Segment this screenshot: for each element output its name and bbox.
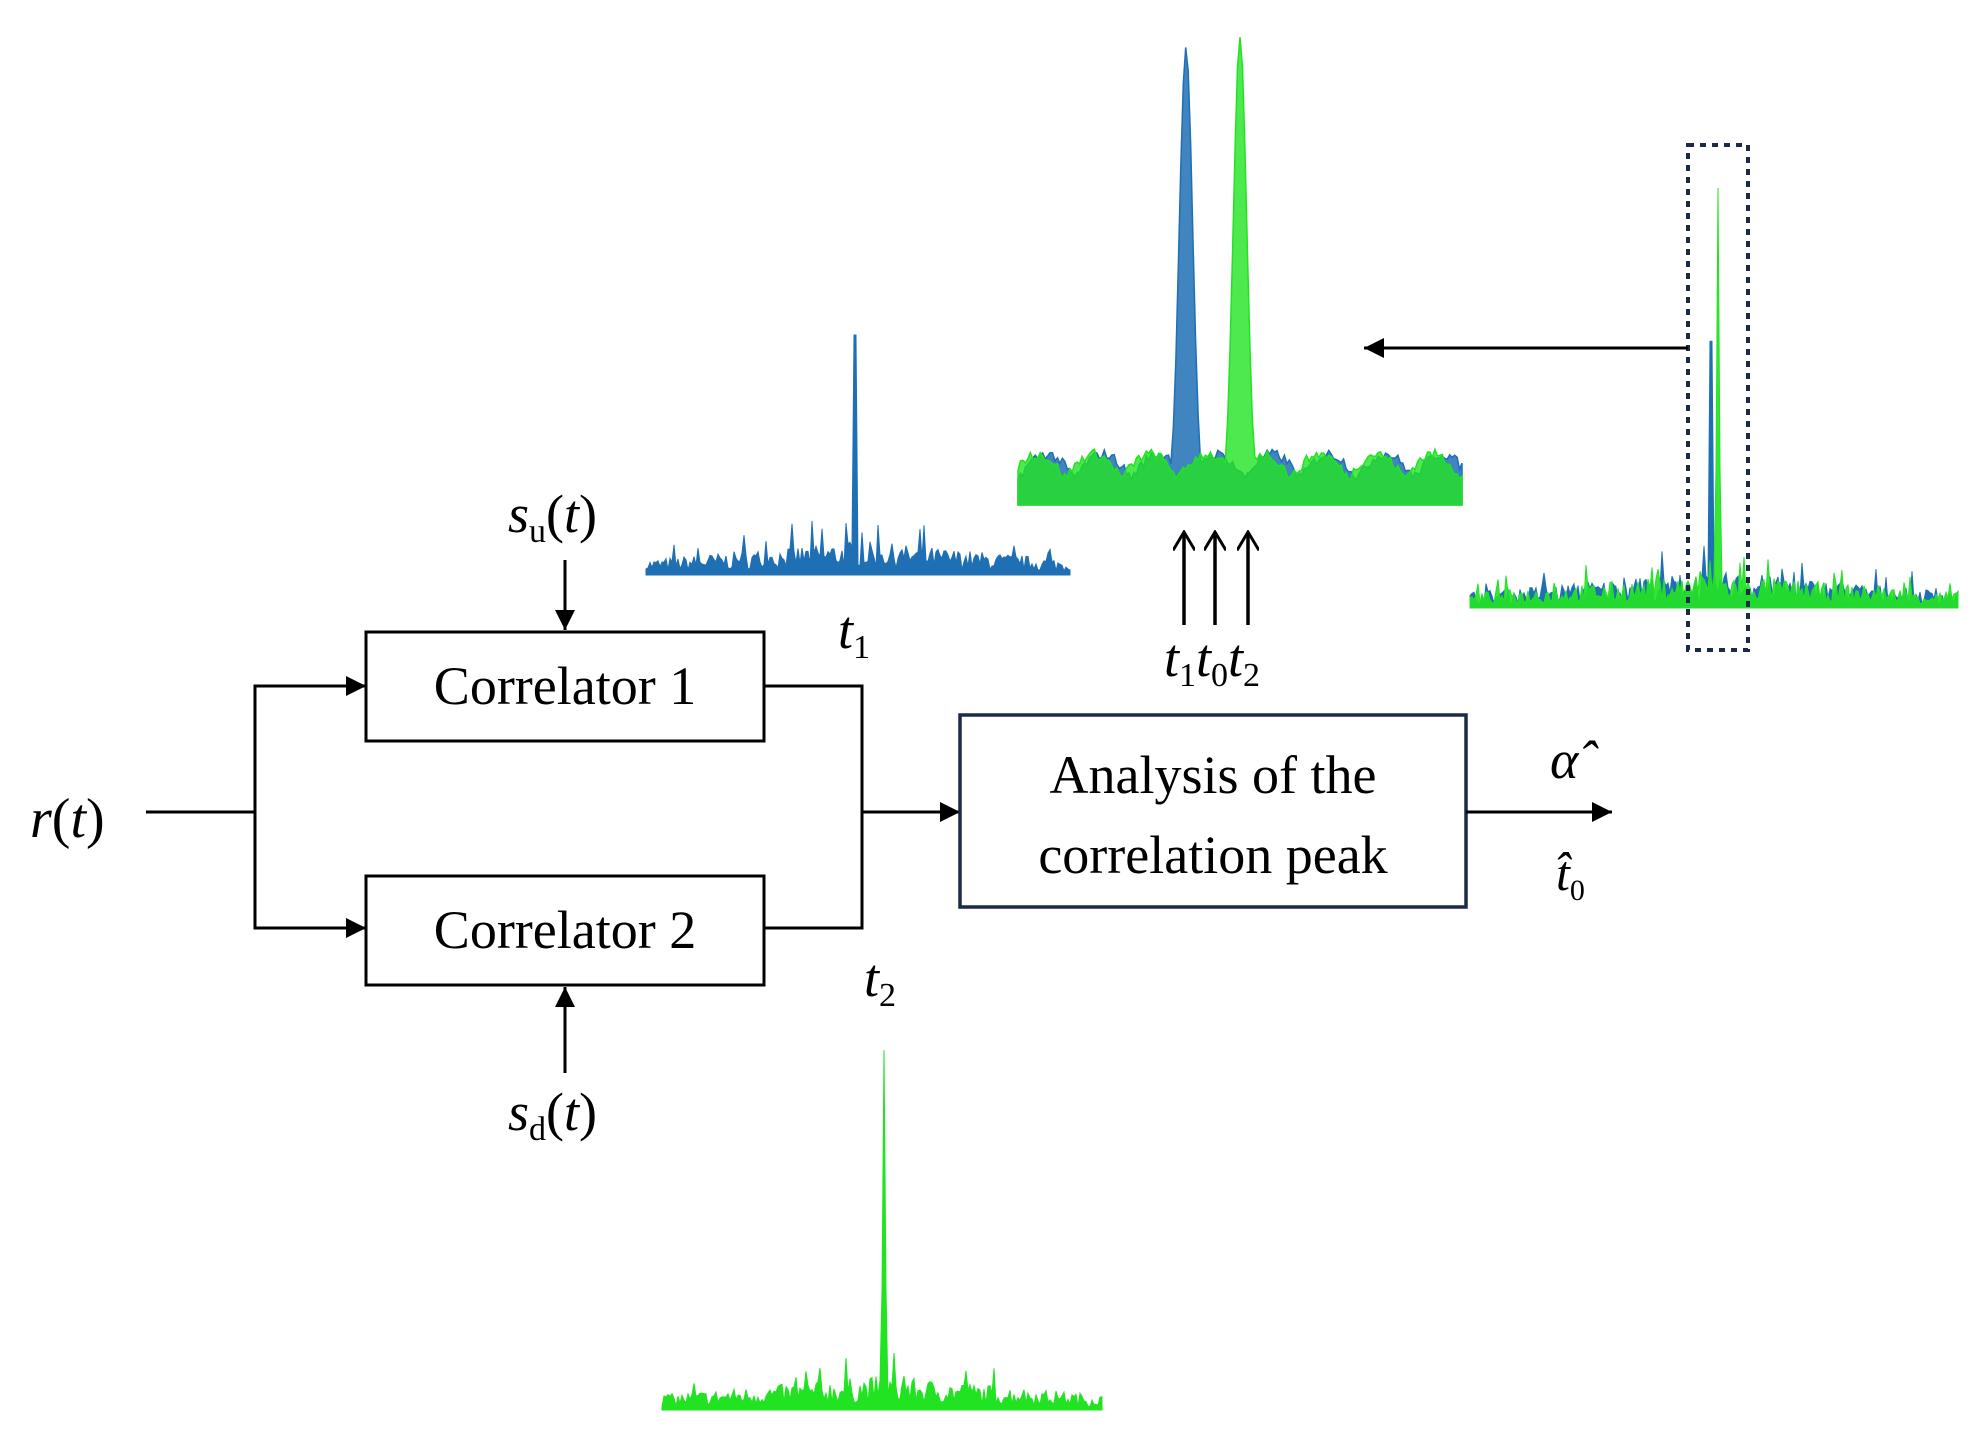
correlator-1-label: Correlator 1 [434,656,696,716]
split-wire-bottom [253,812,366,938]
zoom-green-trace [1017,36,1463,506]
zoom-time-labels: t1t0t2 [1164,628,1260,694]
output-alpha-estimate: α̂ [1550,730,1599,790]
output-t0-estimate: t̂0 [1556,845,1585,907]
correlator-2-box [364,874,766,987]
correlator-2-label: Correlator 2 [434,900,696,960]
peak-selection-box [1686,143,1750,652]
combined-green-trace [1469,187,1959,609]
t2-label: t2 [864,948,896,1014]
correlator-2-trace [661,1049,1103,1411]
ref-signal-down-label: sd(t) [508,1082,597,1148]
analysis-box [958,713,1468,909]
merge-wire-bottom [764,812,864,930]
correlator-2-output-plot [661,1049,1103,1411]
correlator-1-trace [645,334,1071,576]
ref-signal-up-label: su(t) [508,484,597,550]
split-wire-top [253,676,366,812]
merge-wire-top [764,684,864,812]
zoomed-peak-plot [1017,36,1463,506]
analysis-label-line-1: Analysis of the [1050,745,1377,805]
peak-position-arrows [1184,532,1248,625]
t1-label: t1 [838,600,870,666]
combined-output-plot [1469,187,1959,609]
input-signal-label: r(t) [30,788,105,850]
analysis-label-line-2: correlation peak [1038,825,1387,885]
correlator-1-output-plot [645,334,1071,576]
